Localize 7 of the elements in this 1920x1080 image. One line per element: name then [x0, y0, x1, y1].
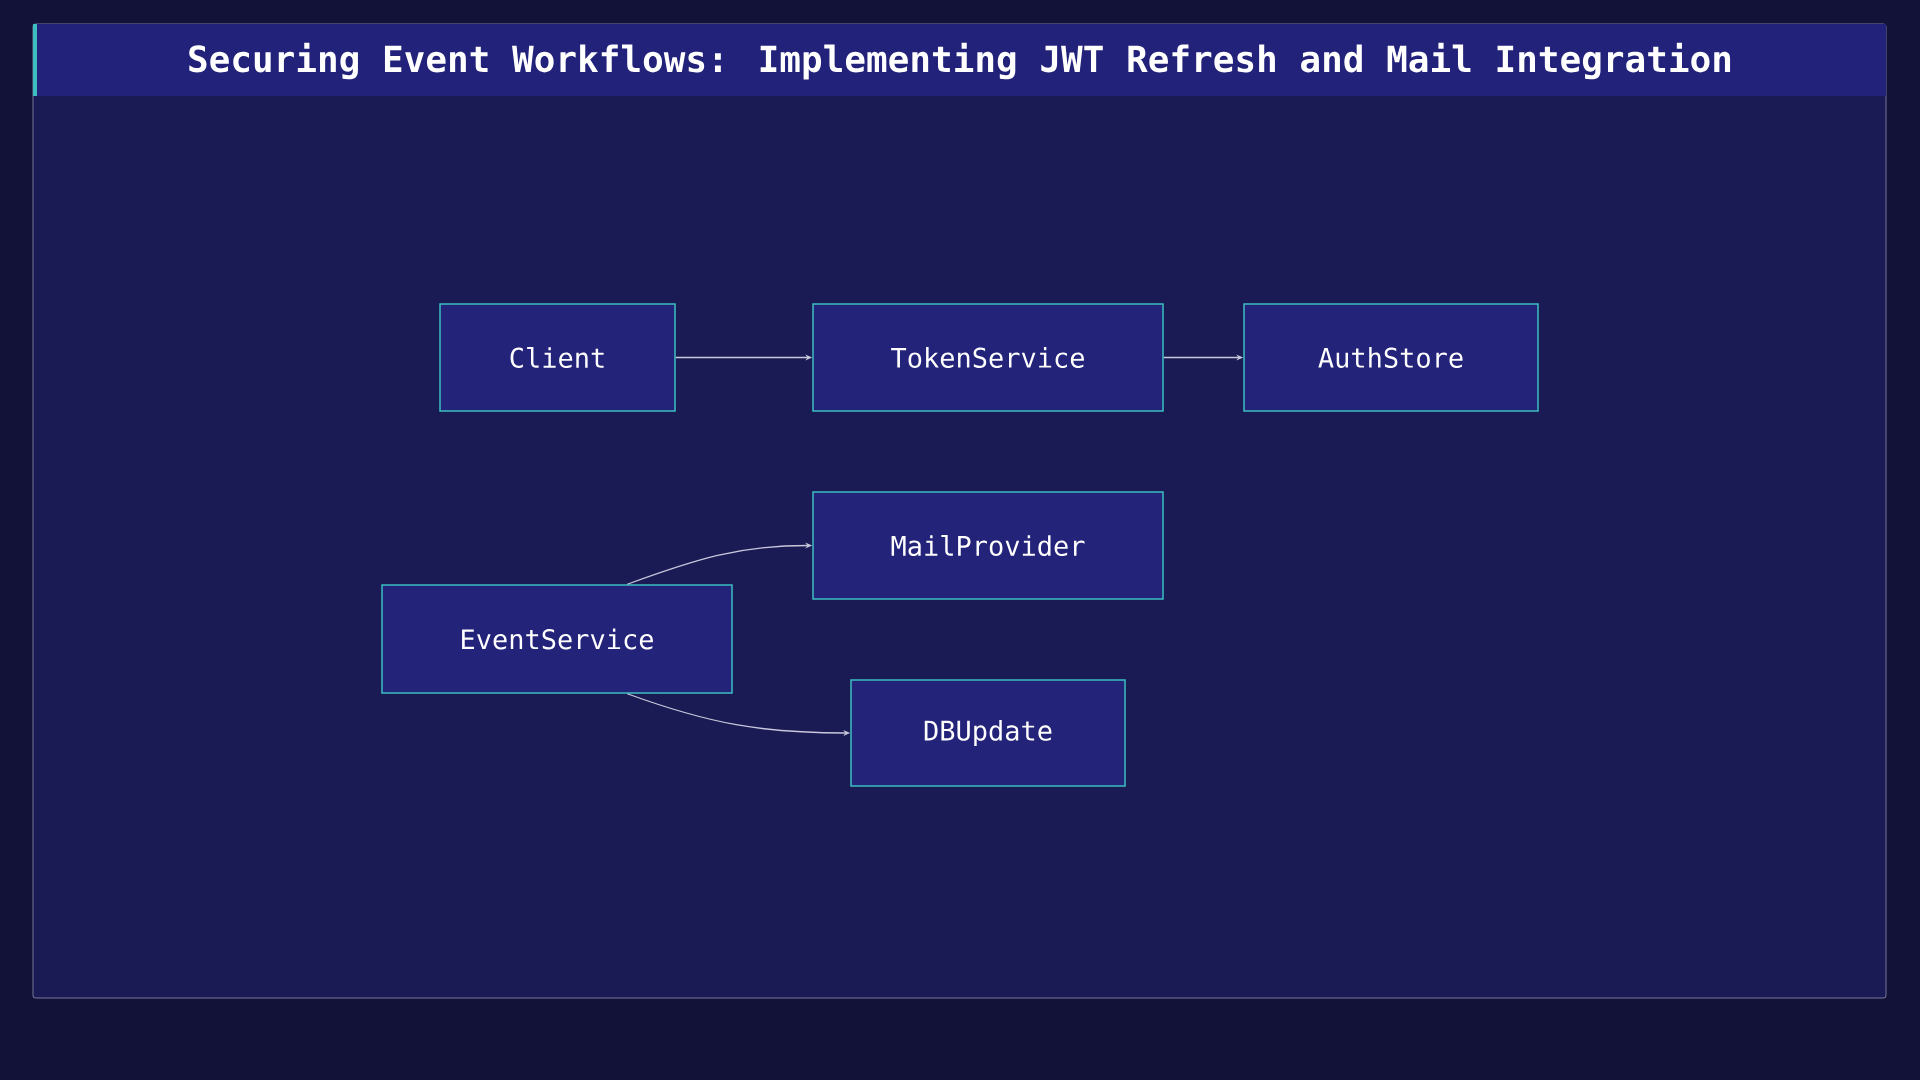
process-box: MailProvider — [812, 491, 1164, 600]
title-bar: Securing Event Workflows: Implementing JWT Refresh and Mail Integration — [33, 24, 1886, 96]
process-box: Client — [439, 303, 676, 412]
process-box: DBUpdate — [850, 679, 1126, 787]
process-box: TokenService — [812, 303, 1164, 412]
process-box: EventService — [381, 584, 733, 694]
process-box: AuthStore — [1243, 303, 1539, 412]
